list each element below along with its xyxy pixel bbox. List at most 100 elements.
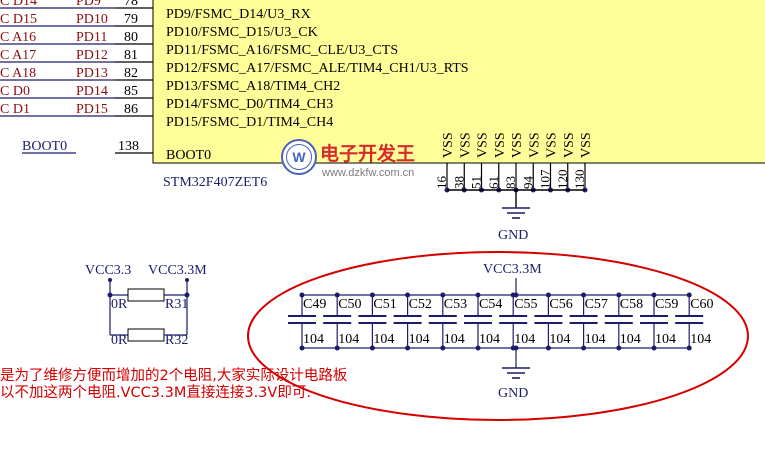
pin-net-label: C D14 <box>0 0 37 9</box>
vss-pin-number: 130 <box>572 170 587 190</box>
vss-pin-name: VSS <box>527 132 542 158</box>
vss-pin-name: VSS <box>545 132 560 158</box>
gnd-symbol-top <box>502 207 530 219</box>
capacitor-value: 104 <box>514 332 535 347</box>
resistor-r31 <box>127 288 165 302</box>
capacitor-value: 104 <box>620 332 641 347</box>
pin-function-name: PD15/FSMC_D1/TIM4_CH4 <box>166 115 333 130</box>
pin-port-label: PD10 <box>76 12 108 27</box>
boot0-pin-number: 138 <box>118 139 139 154</box>
pin-number: 86 <box>124 102 138 117</box>
capacitor: C53 104 <box>428 292 467 351</box>
capacitor: C57 104 <box>569 292 608 351</box>
pin-function-name: PD11/FSMC_A16/FSMC_CLE/U3_CTS <box>166 43 398 58</box>
capacitor: C50 104 <box>323 292 362 351</box>
pin-function-name: PD10/FSMC_D15/U3_CK <box>166 25 318 40</box>
pin-number: 82 <box>124 66 138 81</box>
svg-text:W: W <box>292 149 306 165</box>
pin-port-label: PD15 <box>76 102 108 117</box>
capacitor: C58 104 <box>604 292 643 351</box>
highlight-ellipse <box>247 251 749 421</box>
vss-pin: VSS 130 <box>572 132 594 193</box>
capacitor-value: 104 <box>373 332 394 347</box>
capacitor-name: C60 <box>690 297 713 312</box>
capacitor-name: C53 <box>444 297 467 312</box>
note-line-1: 是为了维修方便而增加的2个电阻,大家实际设计电路板 <box>0 366 348 384</box>
pin-number: 85 <box>124 84 138 99</box>
capacitor: C59 104 <box>640 292 678 351</box>
capacitor: C56 104 <box>534 292 573 351</box>
svg-text:电子开发王: 电子开发王 <box>320 142 415 165</box>
pin-net-label: C A16 <box>0 30 36 45</box>
capacitor-value: 104 <box>338 332 359 347</box>
vss-pin-number: 94 <box>520 176 535 190</box>
svg-text:0R: 0R <box>111 333 128 348</box>
boot0-pin-name: BOOT0 <box>166 148 211 163</box>
capacitor-name: C51 <box>373 297 396 312</box>
capacitor-value: 104 <box>444 332 465 347</box>
pin-port-label: PD12 <box>76 48 108 63</box>
pin-net-label: C D1 <box>0 102 30 117</box>
capacitor-value: 104 <box>409 332 430 347</box>
pin-row: C A17 PD12 81PD12/FSMC_A17/FSMC_ALE/TIM4_C… <box>0 48 469 76</box>
capacitor-name: C58 <box>620 297 643 312</box>
capacitor-name: C59 <box>655 297 678 312</box>
pin-net-label: C A18 <box>0 66 36 81</box>
vss-pin-name: VSS <box>458 132 473 158</box>
pin-number: 80 <box>124 30 138 45</box>
pin-port-label: PD11 <box>76 30 107 45</box>
vss-pin-number: 16 <box>434 176 449 190</box>
pin-port-label: PD13 <box>76 66 108 81</box>
capacitor: C60 104 <box>675 292 714 351</box>
capacitor-value: 104 <box>655 332 676 347</box>
vss-pin-number: 61 <box>486 176 501 189</box>
vss-pin: VSS 120 <box>555 132 577 193</box>
note-line-2: 以不加这两个电阻.VCC3.3M直接连接3.3V即可. <box>0 384 311 401</box>
vss-pin-number: 120 <box>555 170 570 190</box>
pin-port-label: PD9 <box>76 0 101 9</box>
capacitor-name: C57 <box>585 297 608 312</box>
capacitor-name: C56 <box>549 297 572 312</box>
capacitor-name: C50 <box>338 297 361 312</box>
pin-function-name: PD12/FSMC_A17/FSMC_ALE/TIM4_CH1/U3_RTS <box>166 61 469 76</box>
pin-number: 79 <box>124 12 138 27</box>
vss-pins: VSS16VSS38VSS51VSS61VSS83VSS94VSS107VSS1… <box>434 132 594 193</box>
pin-net-label: C A17 <box>0 48 36 63</box>
boot0-pin: BOOT0 138 BOOT0 <box>22 139 211 163</box>
svg-text:www.dzkfw.com.cn: www.dzkfw.com.cn <box>321 167 414 179</box>
vss-pin-number: 51 <box>469 176 484 189</box>
resistor-network: VCC3.3 VCC3.3M 0R R31 0R R32 <box>85 263 207 348</box>
vss-pin-name: VSS <box>441 132 456 158</box>
pin-number: 81 <box>124 48 138 63</box>
vcc3-3m-label-caps: VCC3.3M <box>483 262 542 277</box>
pin-function-name: PD9/FSMC_D14/U3_RX <box>166 7 311 22</box>
capacitor-value: 104 <box>585 332 606 347</box>
vss-pin-name: VSS <box>562 132 577 158</box>
capacitor-value: 104 <box>549 332 570 347</box>
vss-pin-name: VSS <box>579 132 594 158</box>
capacitor-value: 104 <box>479 332 500 347</box>
vss-pin: VSS 94 <box>520 132 542 193</box>
vcc3-3-label: VCC3.3 <box>85 263 131 278</box>
capacitor-value: 104 <box>690 332 711 347</box>
pin-port-label: PD14 <box>76 84 108 99</box>
boot0-net-label: BOOT0 <box>22 139 67 154</box>
pin-function-name: PD14/FSMC_D0/TIM4_CH3 <box>166 97 333 112</box>
pin-net-label: C D0 <box>0 84 30 99</box>
vcc3-3m-label-left: VCC3.3M <box>148 263 207 278</box>
vss-pin-name: VSS <box>510 132 525 158</box>
